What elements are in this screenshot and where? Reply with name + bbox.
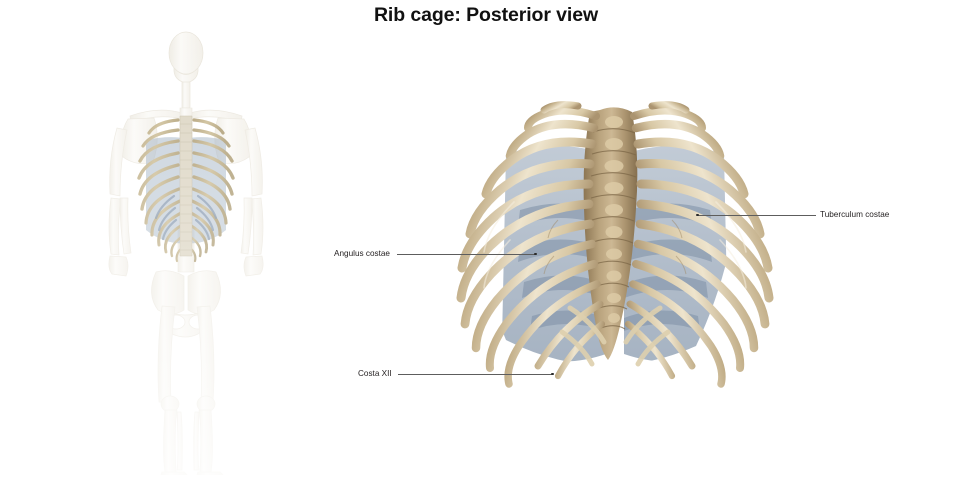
callout-label-tuberculum-costae: Tuberculum costae: [820, 210, 890, 219]
leader-dot-angulus-costae: [534, 252, 537, 256]
thoracic-vertebral-column: [583, 107, 638, 360]
leader-dot-costa-xii: [551, 372, 554, 376]
rib-surface-detail: [543, 219, 687, 275]
rib-cage-illustration: [450, 70, 780, 405]
leader-dot-tuberculum-costae: [696, 213, 699, 217]
thumbnail-skeleton-body: [70, 20, 320, 475]
rib-specular-highlights: [483, 201, 747, 289]
ribs-left: [456, 101, 606, 388]
page-title: Rib cage: Posterior view: [373, 4, 599, 26]
full-skeleton-thumbnail: [70, 20, 320, 475]
ribs-right: [624, 101, 774, 388]
leader-line-angulus-costae: [397, 254, 536, 255]
callout-label-angulus-costae: Angulus costae: [334, 249, 390, 258]
callout-label-costa-xii: Costa XII: [358, 369, 392, 378]
anterior-rib-ends: [559, 305, 671, 367]
leader-line-costa-xii: [398, 374, 553, 375]
leader-line-tuberculum-costae: [698, 215, 816, 216]
